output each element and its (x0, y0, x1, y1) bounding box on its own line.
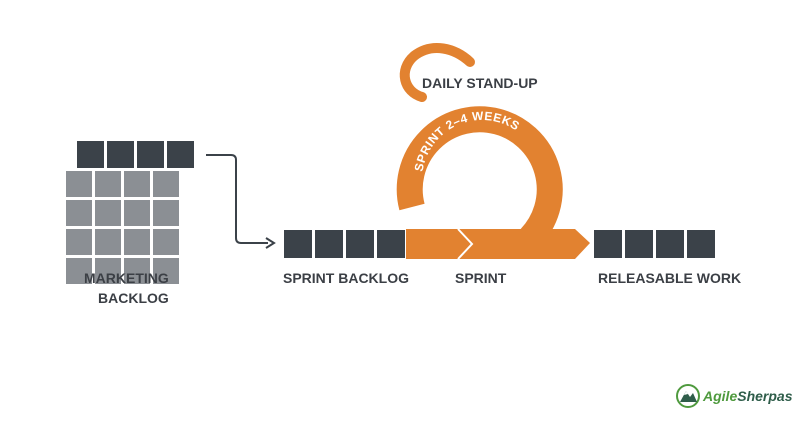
daily-standup-label: DAILY STAND-UP (422, 75, 538, 91)
mountain-logo-icon (676, 384, 700, 408)
marketing-backlog-top-row (75, 139, 196, 170)
agilesherpas-logo: AgileSherpas (676, 384, 793, 408)
marketing-backlog-grid (64, 139, 196, 286)
logo-text-sherpas: Sherpas (737, 388, 792, 404)
backlog-to-sprint-arrow (206, 154, 276, 249)
marketing-label-line1: MARKETING (84, 270, 169, 286)
sprint-label: SPRINT (455, 270, 507, 286)
logo-text-agile: Agile (702, 388, 737, 404)
sprint-backlog-label: SPRINT BACKLOG (283, 270, 409, 286)
sprint-backlog-blocks (282, 228, 407, 260)
sprint-band (406, 229, 590, 259)
marketing-label-line2: BACKLOG (98, 290, 169, 306)
svg-text:AgileSherpas: AgileSherpas (702, 388, 793, 404)
releasable-work-label: RELEASABLE WORK (598, 270, 741, 286)
releasable-work-blocks (592, 228, 717, 260)
sprint-loop (396, 43, 590, 260)
